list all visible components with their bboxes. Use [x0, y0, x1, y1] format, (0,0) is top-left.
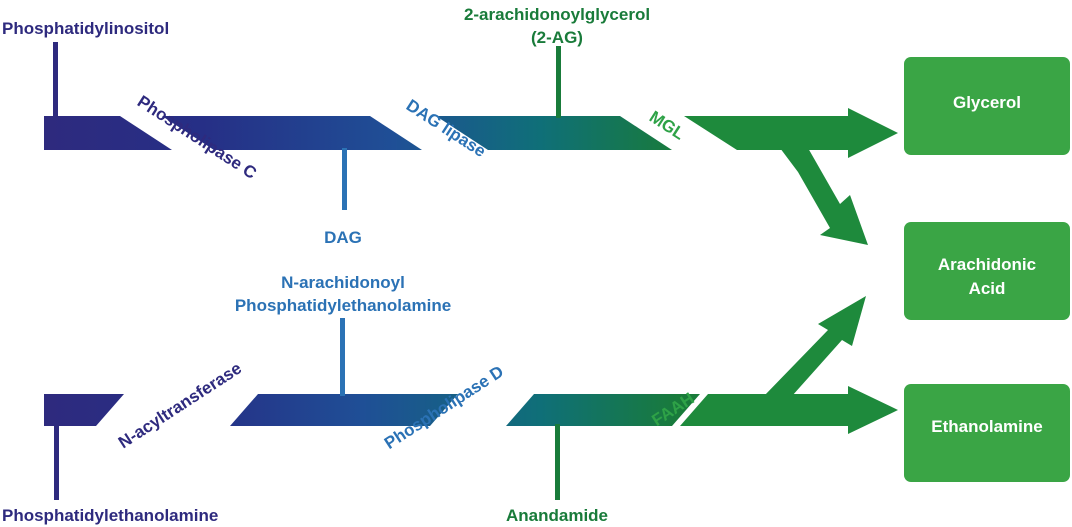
dag-label: DAG	[324, 228, 362, 247]
arachidonic-acid-label-line2: Acid	[969, 279, 1006, 298]
phosphatidylethanolamine-label: Phosphatidylethanolamine	[2, 506, 218, 525]
lower-bar-segment-2	[230, 394, 458, 426]
n-arachidonoyl-label-line2: Phosphatidylethanolamine	[235, 296, 451, 315]
lower-bar-segment-1	[44, 394, 124, 426]
arrow-faah-to-ethanolamine	[680, 386, 898, 434]
upper-bar-segment-1	[44, 116, 172, 150]
upper-bar-segment-3	[436, 116, 672, 150]
phosphatidylethanolamine-stem	[54, 424, 59, 500]
phosphatidylinositol-label: Phosphatidylinositol	[2, 19, 169, 38]
2ag-stem	[556, 46, 561, 118]
anandamide-label: Anandamide	[506, 506, 608, 525]
ethanolamine-box	[904, 384, 1070, 482]
n-acyltransferase-label: N-acyltransferase	[115, 359, 245, 453]
anandamide-stem	[555, 424, 560, 500]
lower-bar-segment-3	[506, 394, 700, 426]
glycerol-box	[904, 57, 1070, 155]
phosphatidylinositol-stem	[53, 42, 58, 118]
ethanolamine-label: Ethanolamine	[931, 417, 1042, 436]
dag-stem	[342, 148, 347, 210]
arrow-faah-to-arachidonic-acid	[764, 296, 866, 396]
n-arachidonoyl-label-line1: N-arachidonoyl	[281, 273, 405, 292]
n-arachidonoyl-pe-stem	[340, 318, 345, 396]
arrow-mgl-to-glycerol	[684, 108, 898, 158]
arrow-mgl-to-arachidonic-acid	[780, 148, 868, 245]
2-arachidonoylglycerol-label: 2-arachidonoylglycerol	[464, 5, 650, 24]
arachidonic-acid-label-line1: Arachidonic	[938, 255, 1036, 274]
2ag-abbrev-label: (2-AG)	[531, 28, 583, 47]
arachidonic-acid-box	[904, 222, 1070, 320]
glycerol-label: Glycerol	[953, 93, 1021, 112]
upper-bar-segment-2	[162, 116, 422, 150]
